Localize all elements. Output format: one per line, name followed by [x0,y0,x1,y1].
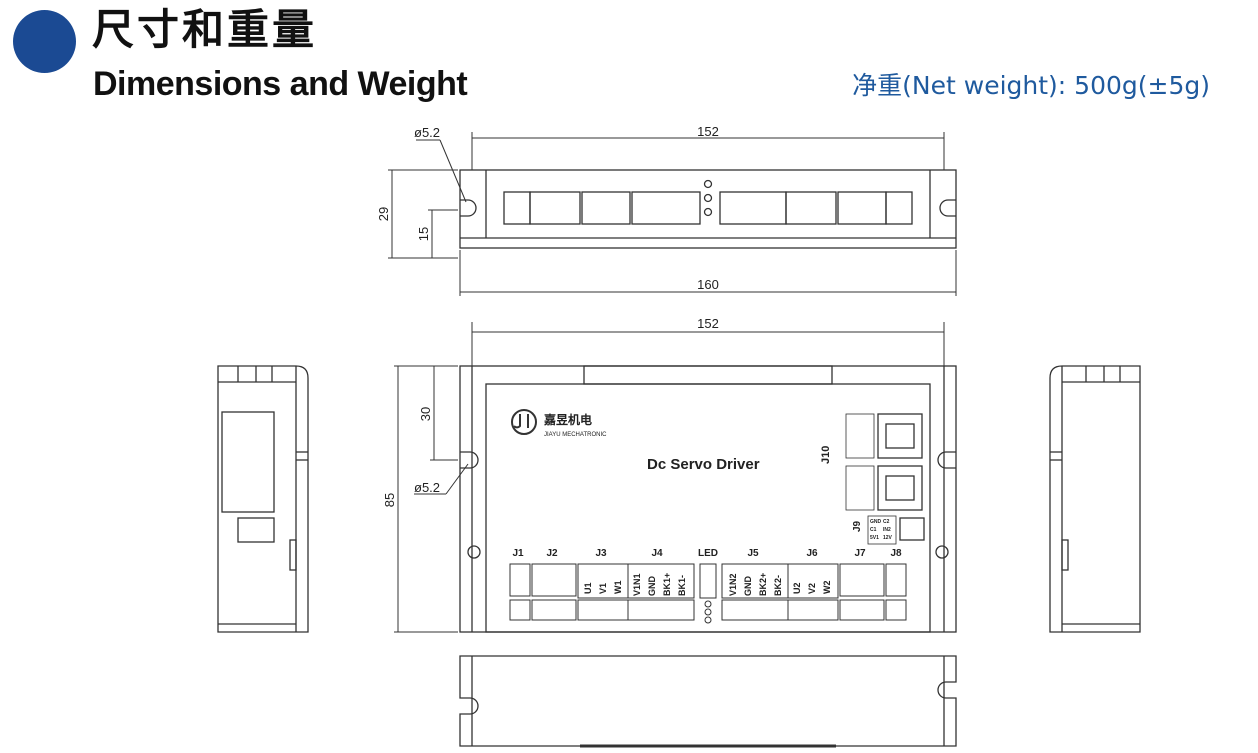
pin-v1: V1 [598,583,608,594]
j9-pin-12v: 12V [883,535,893,541]
bottom-view [459,655,957,748]
pin-u1: U1 [583,582,593,594]
net-weight-label: 净重(Net weight): 500g(±5g) [852,71,1210,100]
top-width-inner-label: 152 [697,124,719,139]
pin-gnd1: GND [647,576,657,597]
j9-pin-5v1: 5V1 [870,535,879,541]
top-view: 152 160 29 15 ø5.2 [376,124,957,296]
j9-label: J9 [852,520,863,532]
pin-labels: U1 V1 W1 V1N1 GND BK1+ BK1- V1N2 GND BK2… [583,573,832,596]
conn-label-j2: J2 [546,548,558,559]
front-view-body-outline [459,365,957,633]
front-width-label: 152 [697,316,719,331]
conn-label-j6: J6 [806,548,818,559]
pin-u2: U2 [792,582,802,594]
title-bullet-dot [13,10,76,73]
j9-pin-in2: IN2 [883,527,891,533]
pin-bk1-minus: BK1- [677,575,687,596]
pin-v1n2: V1N2 [728,573,738,596]
bottom-view-outline [459,655,957,747]
front-left-mount-slot [460,451,479,469]
top-height-mid-label: 15 [416,227,431,241]
top-view-connectors [503,179,913,225]
pin-w2: W2 [822,581,832,595]
pin-gnd2: GND [743,576,753,597]
connector-labels: J1 J2 J3 J4 LED J5 J6 J7 J8 [512,548,902,559]
j9-pin-gnd: GND [870,519,882,525]
front-view-top-ridge [583,365,833,385]
j9-pin-labels: GND C1 5V1 C2 IN2 12V [870,519,893,541]
front-height-label: 85 [382,493,397,507]
j9-pin-c1: C1 [870,527,877,533]
j10-ports: J10 [820,413,923,511]
top-width-outer-label: 160 [697,277,719,292]
front-right-mount-slot [937,451,956,469]
front-hole-offset-label: 30 [418,407,433,421]
left-side-view [217,365,309,633]
brand-logo-icon [511,409,537,435]
front-hole-label: ø5.2 [414,480,440,495]
top-left-mount-slot [460,199,477,217]
top-height-label: 29 [376,207,391,221]
front-left-screw-hole [467,545,481,559]
pin-bk2-minus: BK2- [773,575,783,596]
conn-label-j4: J4 [651,548,663,559]
pin-v2: V2 [807,583,817,594]
front-view: 嘉昱机电 JIAYU MECHATRONIC Dc Servo Driver J… [382,316,957,633]
pin-bk2-plus: BK2+ [758,573,768,596]
pin-v1n1: V1N1 [632,573,642,596]
terminal-strip [509,563,907,624]
front-right-screw-hole [935,545,949,559]
front-view-dimensions [394,322,945,633]
top-view-body-outline [459,169,957,249]
brand-name-en: JIAYU MECHATRONIC [544,432,607,438]
conn-label-j8: J8 [890,548,902,559]
page-title-en: Dimensions and Weight [93,65,468,103]
conn-label-j7: J7 [854,548,866,559]
conn-label-j3: J3 [595,548,607,559]
pin-bk1-plus: BK1+ [662,573,672,596]
conn-label-led: LED [698,548,718,559]
pin-w1: W1 [613,581,623,595]
conn-label-j5: J5 [747,548,759,559]
top-hole-label: ø5.2 [414,125,440,140]
conn-label-j1: J1 [512,548,524,559]
page-title-cn: 尺寸和重量 [92,5,318,54]
brand-name-cn: 嘉昱机电 [543,412,592,427]
j10-label: J10 [820,446,832,464]
product-name: Dc Servo Driver [647,456,760,473]
top-right-mount-slot [939,199,956,217]
j9-connector: J9 [852,515,925,545]
top-view-dimensions [388,132,957,296]
j9-pin-c2: C2 [883,519,890,525]
right-side-view [1049,365,1141,633]
